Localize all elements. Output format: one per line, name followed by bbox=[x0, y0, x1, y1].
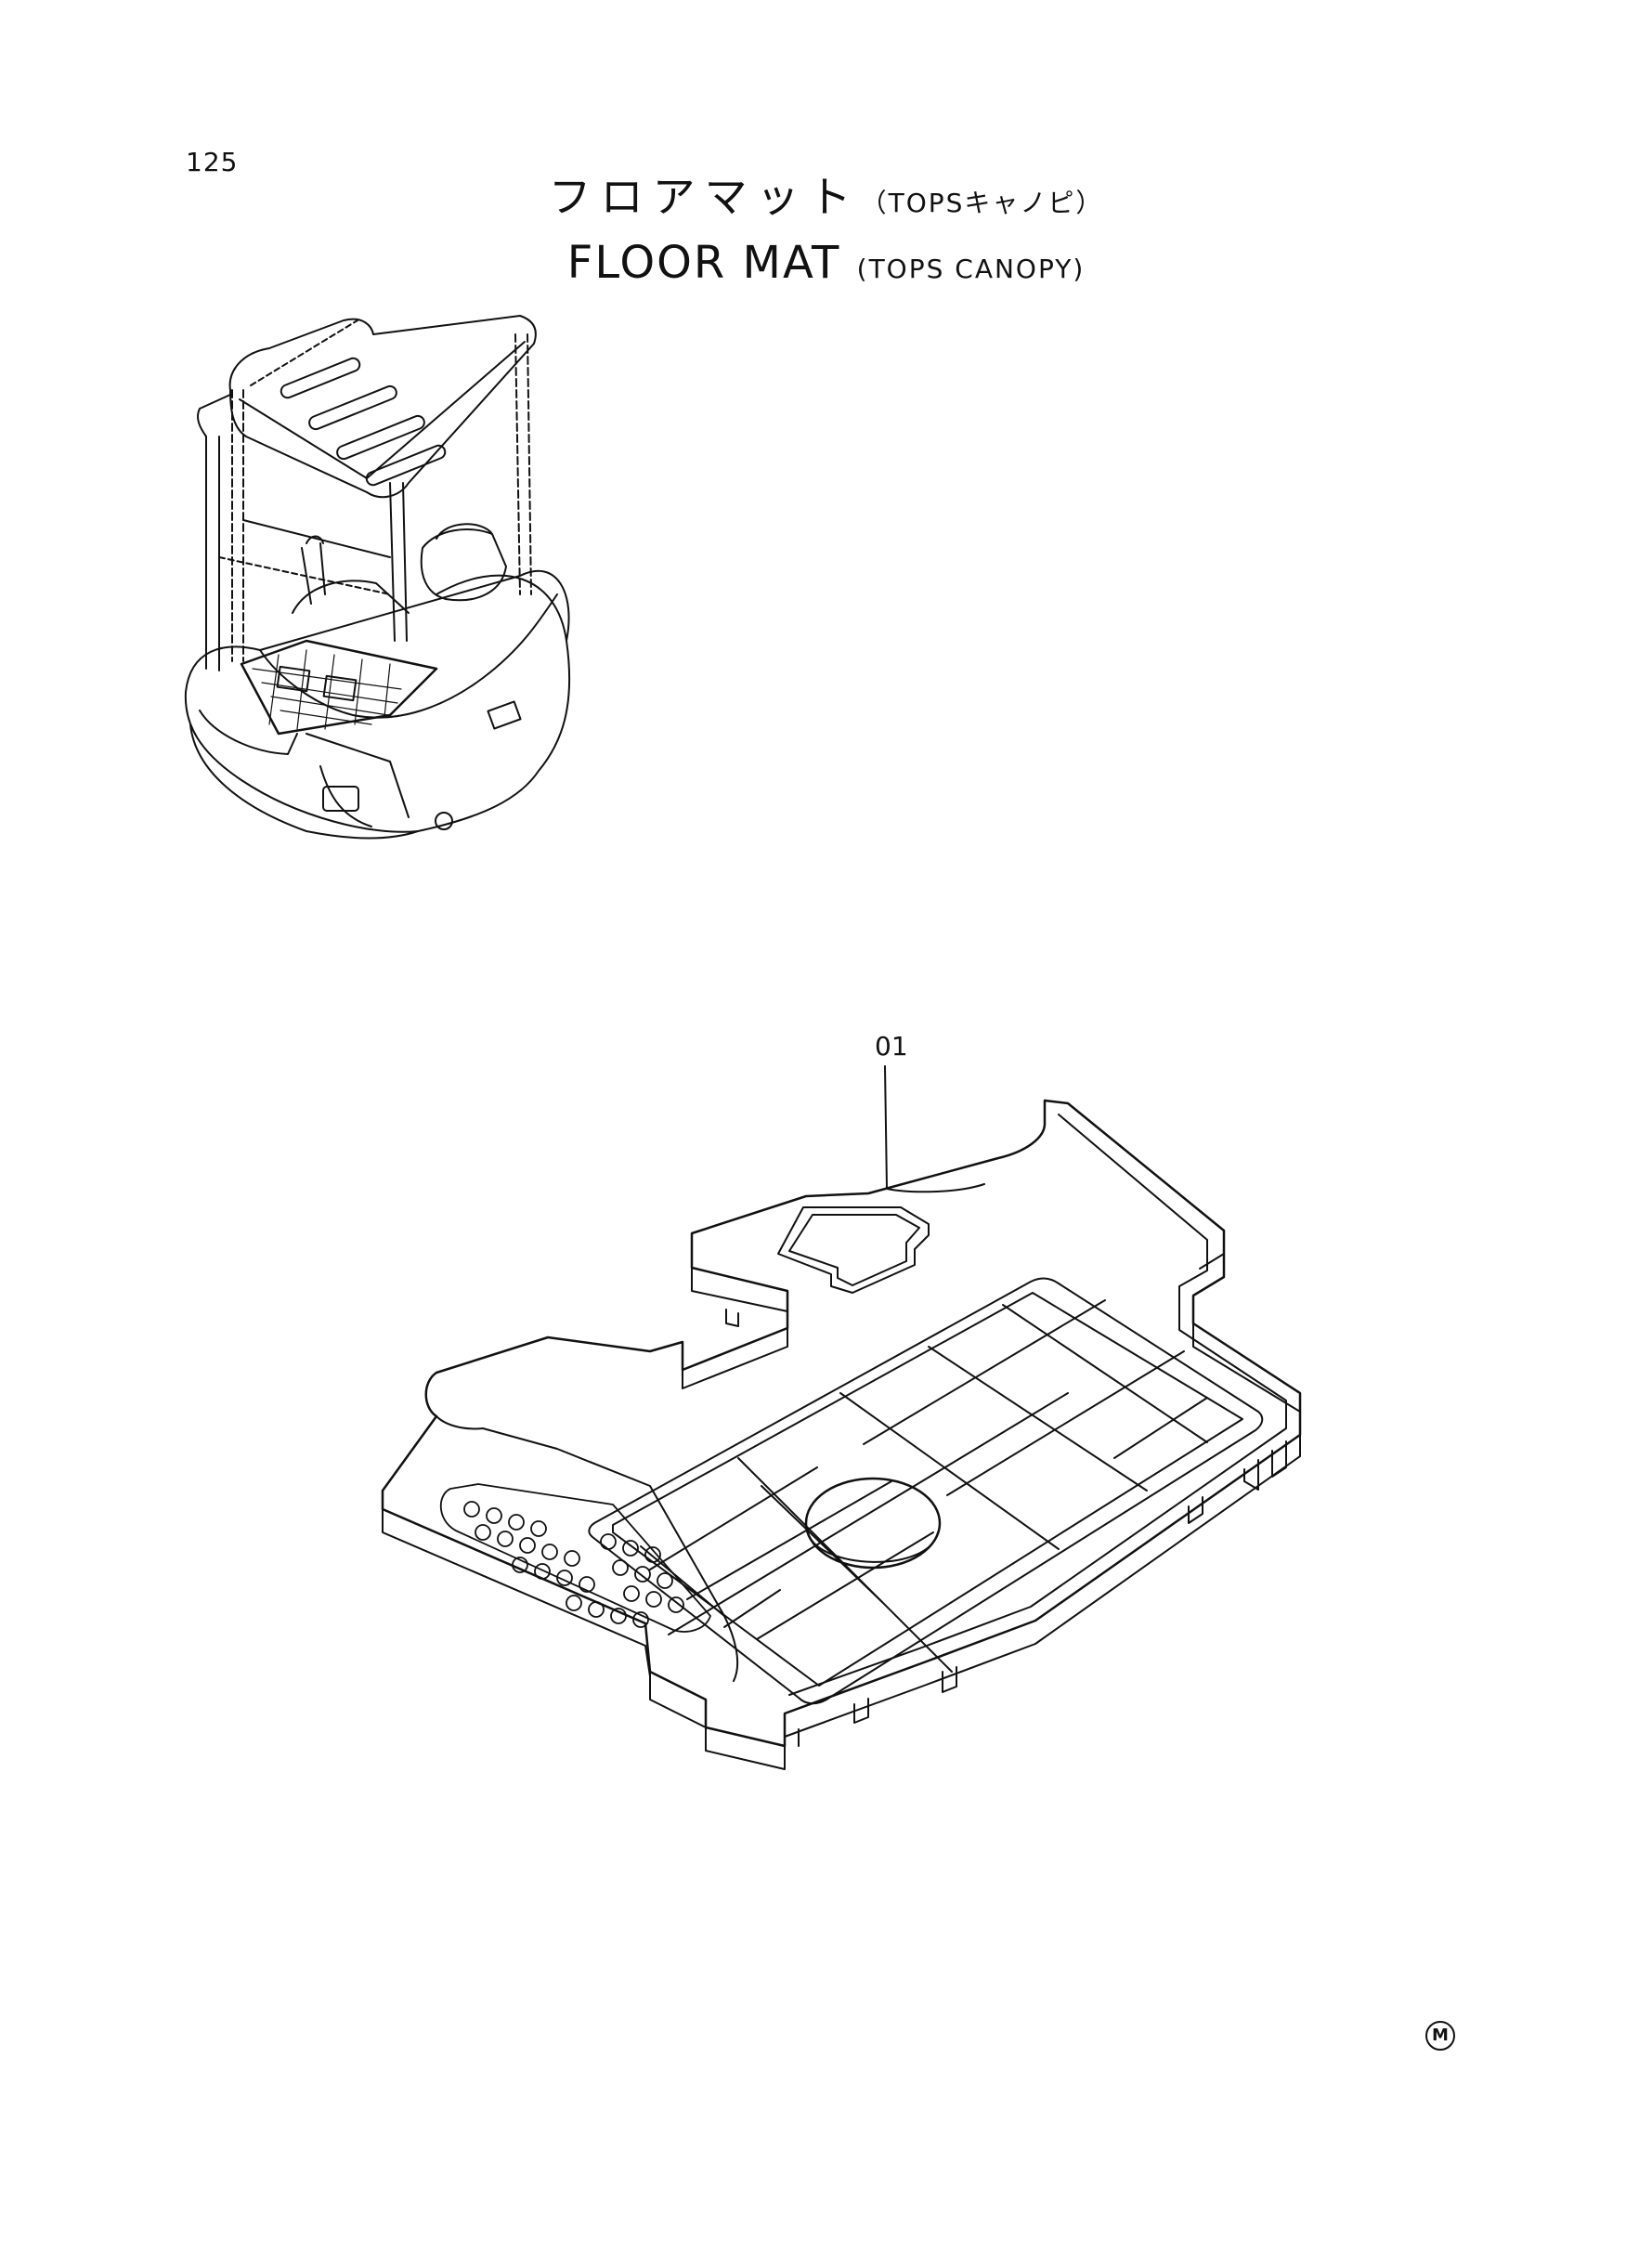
canopy-post-left-front bbox=[205, 436, 220, 671]
title-japanese-line: フロアマット（TOPSキャノピ） bbox=[0, 169, 1652, 231]
floor-mat-part bbox=[381, 1099, 1302, 1770]
roof-slot-2 bbox=[308, 384, 397, 431]
control-lever bbox=[301, 535, 326, 605]
roof-slot-1 bbox=[280, 357, 361, 399]
footer-mark: M bbox=[1425, 2021, 1455, 2051]
title-japanese: フロアマット bbox=[548, 172, 861, 222]
machine-overview-illustration bbox=[184, 315, 571, 840]
canopy-post-right-rear bbox=[514, 333, 532, 595]
title-english-sub: (TOPS CANOPY) bbox=[856, 254, 1086, 284]
floor-mat-outline bbox=[381, 1099, 1302, 1748]
roof-slot-4 bbox=[365, 444, 447, 487]
roof-slot-3 bbox=[336, 414, 425, 461]
floor-mat-grid bbox=[588, 1277, 1264, 1705]
operator-seat bbox=[420, 528, 507, 602]
page-title: フロアマット（TOPSキャノピ） FLOOR MAT (TOPS CANOPY) bbox=[0, 169, 1652, 299]
machine-floor-mat bbox=[240, 639, 438, 736]
machine-body-lower bbox=[189, 723, 419, 840]
machine-counterweight bbox=[436, 574, 567, 642]
title-english-line: FLOOR MAT (TOPS CANOPY) bbox=[0, 233, 1652, 299]
machine-bolt bbox=[435, 812, 453, 830]
title-japanese-sub: （TOPSキャノピ） bbox=[860, 188, 1104, 218]
machine-lamp bbox=[322, 786, 359, 812]
page-number: 125 bbox=[186, 147, 239, 177]
canopy-post-right-front bbox=[389, 482, 408, 642]
callout-leader-01 bbox=[884, 1065, 985, 1193]
canopy-post-left-rear bbox=[231, 389, 244, 662]
canopy-roof bbox=[228, 315, 537, 499]
callout-label-01: 01 bbox=[875, 1031, 908, 1062]
title-english: FLOOR MAT bbox=[566, 237, 841, 289]
floor-mat-center-hole bbox=[804, 1477, 942, 1570]
floor-mat-recess-rear bbox=[777, 1206, 930, 1294]
